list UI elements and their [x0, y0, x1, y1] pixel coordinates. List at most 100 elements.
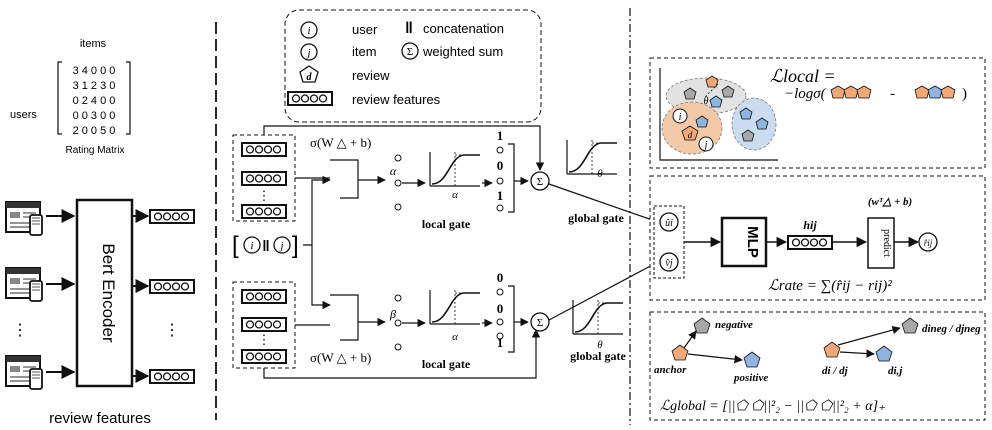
weighted-sum-icon	[401, 42, 419, 60]
local-loss-minus: -	[890, 86, 895, 102]
local-loss-panel: θ i d j ℒlocal = −logσ( - )	[649, 57, 986, 169]
gate-value: 0	[497, 270, 504, 285]
theta-axis: θ	[597, 339, 603, 351]
item-symbol: j	[703, 140, 708, 151]
review-document-icon	[5, 201, 43, 236]
matrix-row: 2 0 0 5 0	[73, 125, 116, 137]
v-label: v̂j	[665, 258, 673, 269]
formula-top: σ(W △ + b)	[310, 135, 371, 150]
weighted-sum-node	[530, 312, 550, 332]
gate-value: 0	[497, 158, 504, 173]
review-features-caption: review features	[49, 410, 151, 427]
review-document-icon	[5, 267, 43, 302]
local-sigmoid-bottom	[429, 289, 481, 325]
rating-prediction-panel: ûi v̂j MLP hij predict (wᵀ△ + b) r̂ij ℒr…	[649, 175, 986, 301]
positive-label: positive	[733, 372, 768, 384]
legend-review-label: review	[352, 68, 390, 83]
global-sigmoid-bottom	[572, 299, 624, 335]
gate-value: 1	[497, 335, 504, 350]
h-label: hij	[803, 218, 817, 232]
matrix-caption: Rating Matrix	[66, 145, 125, 156]
left-panel: items users 3 4 0 0 0 3 1 2 3 0 0 2 4 0 …	[5, 38, 195, 427]
local-gate-label: local gate	[422, 217, 471, 231]
sum-symbol: Σ	[537, 176, 543, 188]
gate-value: 1	[497, 188, 504, 203]
items-label: items	[80, 38, 107, 50]
negative-label: negative	[715, 319, 753, 331]
predict-label: predict	[881, 229, 892, 257]
local-loss-lhs: ℒlocal =	[770, 66, 836, 86]
predict-box	[867, 217, 895, 269]
alpha-axis: α	[452, 189, 458, 201]
theta-axis: θ	[597, 168, 603, 180]
item-embedding-node	[659, 252, 679, 272]
user-symbol: i	[679, 112, 682, 123]
weighted-sum-node	[530, 171, 550, 191]
d-ij-label: di,j	[888, 365, 903, 377]
user-symbol: i	[250, 240, 253, 252]
rating-matrix: 3 4 0 0 0 3 1 2 3 0 0 2 4 0 0 0 0 3 0 0 …	[57, 61, 131, 137]
sum-symbol: Σ	[407, 46, 413, 58]
predicted-rating-node	[918, 232, 938, 252]
legend-sum-label: weighted sum	[422, 44, 503, 59]
local-gate-label: local gate	[422, 357, 471, 371]
sum-symbol: Σ	[537, 317, 543, 329]
bert-encoder-label: Bert Encoder	[99, 243, 118, 343]
item-node-icon	[273, 236, 291, 254]
bracket-right: ]	[292, 232, 299, 259]
beta-label: β	[389, 307, 396, 321]
legend: i user j item d review review features ‖…	[284, 9, 542, 123]
legend-features-label: review features	[352, 92, 441, 107]
global-gate-label: global gate	[568, 211, 624, 225]
local-sigmoid-top	[429, 151, 481, 187]
formula-bottom: σ(W △ + b)	[310, 350, 371, 365]
theta-label: θ	[704, 96, 709, 107]
legend-user-label: user	[352, 22, 378, 37]
item-node-icon	[300, 43, 318, 61]
concat-symbol: ‖	[262, 238, 269, 255]
ellipsis: ⋮	[12, 322, 28, 339]
rate-loss-formula: ℒrate = ∑(r̂ij − rij)²	[768, 278, 892, 294]
global-loss-formula: ℒglobal = [||⬠ ⬠||²₂ − ||⬠ ⬠||²₂ + α]₊	[660, 399, 886, 414]
gating-module: ⋮ ⋮ [ i ‖ j ] σ(W △ + b) σ(W △ + b) α	[232, 125, 659, 379]
global-loss-panel: negative anchor positive di / dj dineg /…	[649, 311, 986, 421]
dots: ⋮	[258, 188, 271, 203]
concat-symbol: ‖	[405, 20, 413, 37]
local-loss-pentagons-mixed	[914, 85, 956, 99]
matrix-row: 0 0 3 0 0	[73, 110, 116, 122]
hidden-vector	[787, 235, 833, 250]
gate-value: 0	[497, 301, 504, 316]
review-symbol: d	[688, 130, 693, 140]
item-symbol: j	[305, 47, 310, 59]
global-sigmoid-top	[566, 139, 618, 175]
review-pentagon-icon	[299, 65, 319, 83]
local-loss-pentagons-orange	[830, 85, 872, 99]
review-feature-vector	[149, 279, 195, 294]
alpha-label: α	[390, 164, 397, 178]
global-gate-label: global gate	[570, 349, 626, 363]
ellipsis: ⋮	[164, 322, 180, 339]
mlp-label: MLP	[744, 226, 761, 258]
matrix-row: 3 1 2 3 0	[73, 80, 116, 92]
gate-value: 1	[497, 128, 504, 143]
user-embedding-node	[659, 212, 679, 232]
user-symbol: i	[307, 25, 310, 37]
user-node-icon	[243, 236, 261, 254]
matrix-row: 3 4 0 0 0	[73, 65, 116, 77]
d-neg-label: dineg / djneg	[922, 323, 981, 335]
bert-encoder-box	[75, 198, 134, 388]
negative-pentagon	[693, 317, 711, 334]
local-loss-suffix: )	[962, 86, 967, 102]
r-label: r̂ij	[924, 238, 933, 248]
bracket-left: [	[232, 232, 239, 259]
positive-pentagon	[743, 351, 761, 368]
user-node-icon	[300, 21, 318, 39]
item-symbol: j	[278, 240, 283, 252]
d-pair-label: di / dj	[822, 365, 849, 377]
review-feature-vector-icon	[287, 91, 333, 106]
alpha-axis: α	[452, 331, 458, 343]
u-label: ûi	[665, 218, 673, 229]
d-ij-pentagon	[875, 345, 893, 362]
d-neg-pentagon	[901, 317, 919, 334]
